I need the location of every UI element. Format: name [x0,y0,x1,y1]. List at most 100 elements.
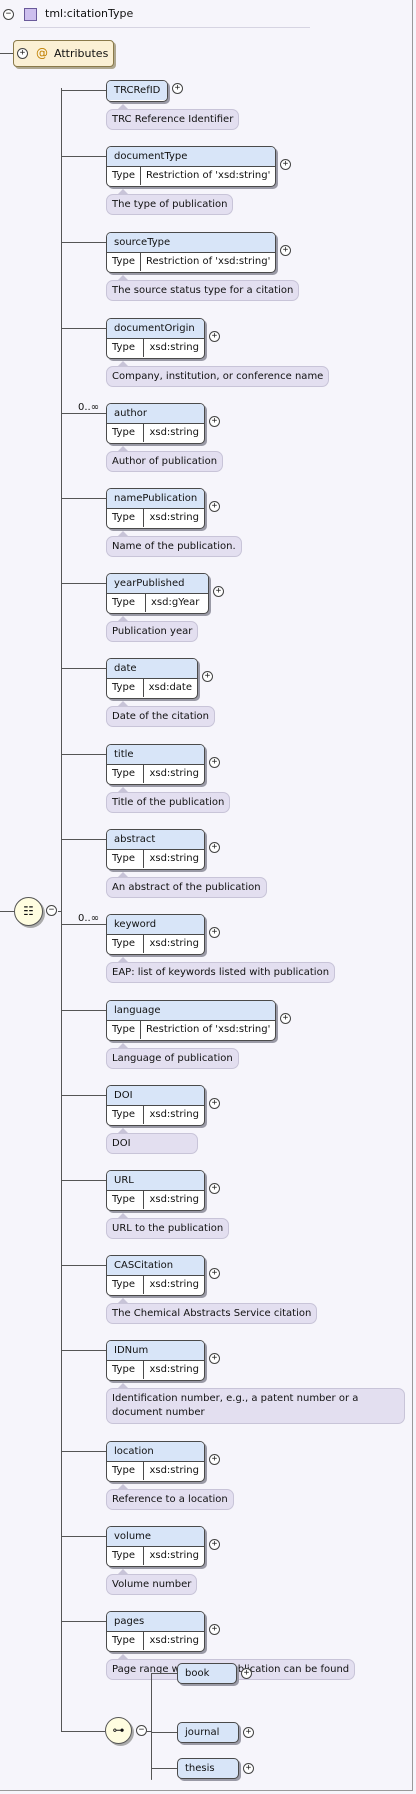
expand-element-toggle[interactable]: + [280,1013,291,1024]
expand-element-toggle[interactable]: + [280,245,291,256]
type-key: Type [107,509,145,527]
type-value: xsd:gYear [151,597,200,608]
type-value: Restriction of 'xsd:string' [145,1024,271,1035]
element-connector [61,1265,106,1266]
expand-attributes-toggle[interactable]: + [17,48,28,59]
attributes-connector [0,53,13,54]
element-type-row: Type xsd:gYear [107,593,208,612]
choice-element-thesis[interactable]: thesis [177,1758,239,1779]
element-connector [61,583,106,584]
expand-element-toggle[interactable]: + [202,671,213,682]
element-connector [61,1451,106,1452]
type-key: Type [107,594,146,612]
element-name: pages [107,1612,204,1631]
element-name: namePublication [107,489,204,508]
type-value: xsd:string [149,427,199,438]
collapse-sequence-toggle[interactable]: − [46,905,57,916]
element-documentation: Language of publication [106,1043,239,1069]
expand-element-toggle[interactable]: + [172,83,183,94]
expand-choice-toggle[interactable]: + [241,1668,252,1679]
element-documentation: DOI [106,1128,198,1154]
attributes-label: Attributes [54,47,109,60]
type-key: Type [107,1547,145,1565]
element-connector [61,1536,106,1537]
type-key: Type [107,935,145,953]
type-key: Type [107,339,145,357]
type-key: Type [107,167,141,185]
title-underline [20,27,310,28]
expand-choice-toggle[interactable]: + [243,1727,254,1738]
sequence-compositor-icon[interactable]: ☷ [14,897,43,926]
expand-element-toggle[interactable]: + [209,1268,220,1279]
type-key: Type [107,1462,145,1480]
element-name: DOI [107,1086,204,1105]
element-connector [61,156,106,157]
element-documentation: An abstract of the publication [106,872,267,898]
element-connector [61,839,106,840]
expand-element-toggle[interactable]: + [209,757,220,768]
element-name: IDNum [107,1341,204,1360]
element-TRCRefID[interactable]: TRCRefID [106,80,168,102]
collapse-choice-toggle[interactable]: − [136,1725,147,1736]
expand-choice-toggle[interactable]: + [243,1763,254,1774]
expand-element-toggle[interactable]: + [209,416,220,427]
choice-bracket [151,1673,152,1780]
element-name: volume [107,1527,204,1546]
expand-element-toggle[interactable]: + [209,1624,220,1635]
choice-element-book[interactable]: book [177,1663,237,1684]
element-documentation: The type of publication [106,189,234,215]
type-value: xsd:date [148,682,192,693]
choice-element-journal[interactable]: journal [177,1722,239,1743]
attributes-box[interactable]: + @ Attributes [13,40,114,67]
element-documentation: Title of the publication [106,787,231,813]
element-name: URL [107,1171,204,1190]
expand-element-toggle[interactable]: + [209,1539,220,1550]
element-documentation: Name of the publication. [106,531,242,557]
element-connector [61,1095,106,1096]
expand-element-toggle[interactable]: + [209,1353,220,1364]
type-value: Restriction of 'xsd:string' [145,256,271,267]
type-value: xsd:string [149,853,199,864]
expand-element-toggle[interactable]: + [280,159,291,170]
expand-element-toggle[interactable]: + [209,501,220,512]
occurrence-label: 0..∞ [78,402,100,413]
expand-element-toggle[interactable]: + [209,842,220,853]
collapse-root-toggle[interactable]: − [3,9,14,20]
expand-element-toggle[interactable]: + [209,1183,220,1194]
choice-connector [61,1731,105,1732]
expand-element-toggle[interactable]: + [209,1454,220,1465]
expand-element-toggle[interactable]: + [209,331,220,342]
type-value: xsd:string [149,1194,199,1205]
choice-compositor-icon[interactable]: ⊶ [105,1717,132,1744]
element-connector [61,924,106,925]
element-documentation: TRC Reference Identifier [106,104,240,130]
expand-element-toggle[interactable]: + [213,586,224,597]
element-documentation: Date of the citation [106,701,215,727]
expand-element-toggle[interactable]: + [209,1098,220,1109]
expand-element-toggle[interactable]: + [209,927,220,938]
type-value: xsd:string [149,1364,199,1375]
sequence-connector [0,911,14,912]
